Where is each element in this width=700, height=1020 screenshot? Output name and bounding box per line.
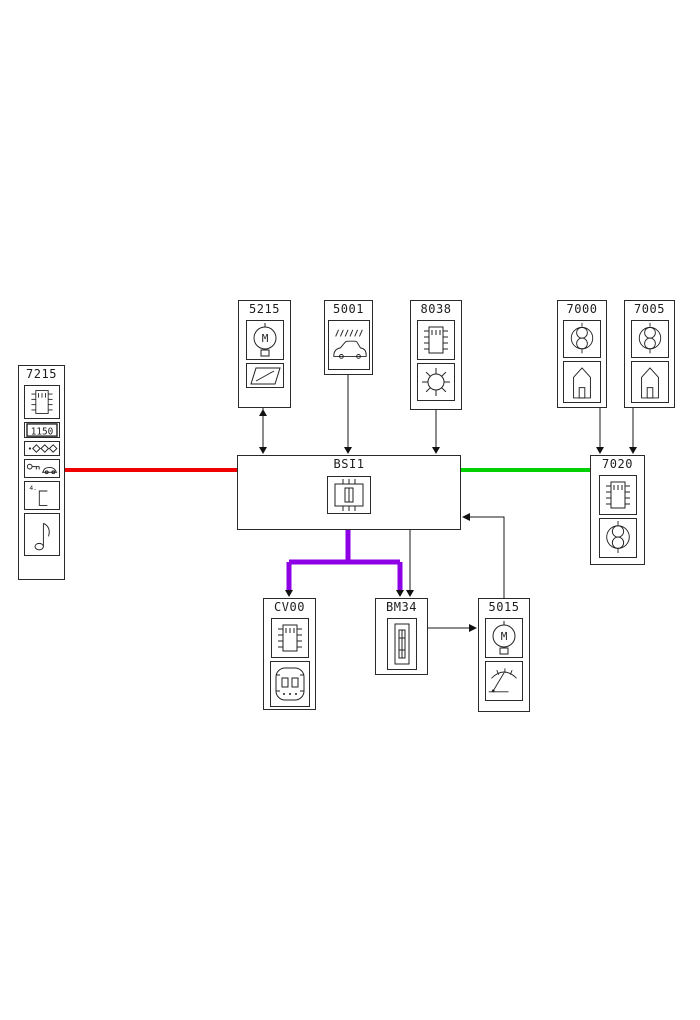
- connector-diamonds-icon: [23, 441, 60, 456]
- rear-window-wiper-icon: [245, 363, 284, 388]
- arrow-down-into-7020-a: [596, 447, 604, 454]
- speaker-icon: [630, 320, 669, 358]
- wire-5015-bsi1: [469, 516, 505, 598]
- display-value: 1150: [30, 426, 53, 437]
- component-label: 8038: [420, 302, 452, 316]
- chip-icon: [23, 385, 60, 419]
- speaker-icon: [598, 518, 637, 558]
- component-label: CV00: [274, 600, 305, 614]
- motor-icon: M: [245, 320, 284, 360]
- signal-wires: [262, 375, 634, 629]
- port-label: 4.: [29, 485, 37, 492]
- component-label: 5001: [333, 302, 364, 316]
- arrowheads: [259, 409, 637, 632]
- wiper-washer-icon: [485, 661, 523, 701]
- door-pillar-icon: [630, 361, 669, 403]
- component-label: 7020: [602, 457, 633, 471]
- component-5215: 5215 M: [238, 300, 291, 408]
- fuse-module-icon: [386, 618, 417, 670]
- arrow-right-into-5015: [469, 624, 477, 632]
- arrow-down-into-bsi1-b: [344, 447, 352, 454]
- speaker-icon: [563, 320, 601, 358]
- component-label: 7000: [566, 302, 598, 316]
- bsi-connector-icon: [327, 476, 371, 514]
- chip-icon: [417, 320, 455, 360]
- component-bm34: BM34: [375, 598, 428, 675]
- component-5001: 5001: [324, 300, 373, 375]
- component-label: BM34: [386, 600, 417, 614]
- component-7020: 7020: [590, 455, 645, 565]
- arrow-down-into-cv00: [285, 590, 293, 597]
- key-car-icon: [23, 459, 60, 478]
- component-label: 5215: [249, 302, 280, 316]
- arrow-down-into-bsi1-a: [259, 447, 267, 454]
- motor-icon: M: [485, 618, 523, 658]
- component-cv00: CV00: [263, 598, 316, 710]
- music-note-icon: [23, 513, 60, 556]
- door-pillar-icon: [563, 361, 601, 403]
- component-bsi1: BSI1: [237, 455, 461, 530]
- component-7215: 7215 1150: [18, 365, 65, 580]
- component-7005: 7005: [624, 300, 675, 408]
- chip-icon: [598, 475, 637, 515]
- chip-icon: [270, 618, 309, 658]
- arrow-down-into-bm34-b: [406, 590, 414, 597]
- component-8038: 8038: [410, 300, 462, 410]
- component-7000: 7000: [557, 300, 607, 408]
- component-label: 5015: [488, 600, 520, 614]
- rain-sensor-icon: [327, 320, 370, 370]
- wire-purple-bsi1-cv00-bm34: [286, 530, 403, 591]
- sunlight-sensor-icon: [417, 363, 455, 401]
- arrow-down-into-bsi1-c: [432, 447, 440, 454]
- motor-label: M: [261, 332, 268, 345]
- arrow-down-into-7020-b: [629, 447, 637, 454]
- port-bracket-icon: 4.: [23, 481, 60, 510]
- control-panel-icon: [269, 661, 310, 707]
- component-label: BSI1: [333, 457, 365, 471]
- display-icon: 1150: [23, 422, 60, 438]
- arrow-up-into-5215: [259, 409, 267, 416]
- motor-label: M: [501, 630, 508, 643]
- arrow-left-into-bsi1: [462, 513, 470, 521]
- component-label: 7005: [634, 302, 665, 316]
- component-5015: 5015 M: [478, 598, 530, 712]
- component-label: 7215: [26, 367, 57, 381]
- arrow-down-into-bm34-a: [396, 590, 404, 597]
